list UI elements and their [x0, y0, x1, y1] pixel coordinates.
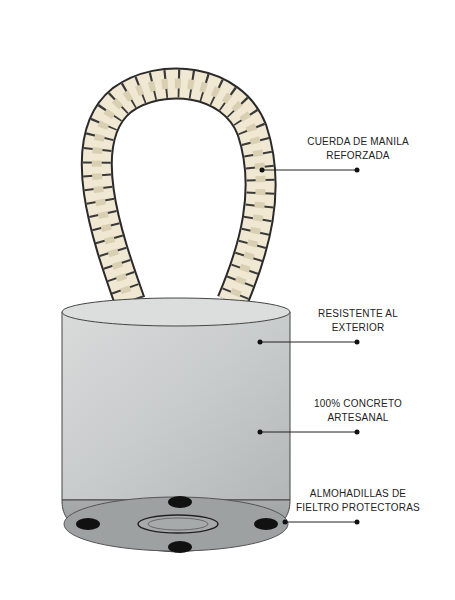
rope: [97, 83, 261, 302]
callout-label: CUERDA DE MANILA REFORZADA: [297, 135, 419, 163]
concrete-block: [62, 298, 290, 553]
callout-label: ALMOHADILLAS DE FIELTRO PROTECTORAS: [288, 487, 428, 515]
callout-label: RESISTENTE AL EXTERIOR: [306, 307, 410, 335]
callout-label: 100% CONCRETO ARTESANAL: [306, 397, 410, 425]
leader-lines: [258, 168, 360, 525]
